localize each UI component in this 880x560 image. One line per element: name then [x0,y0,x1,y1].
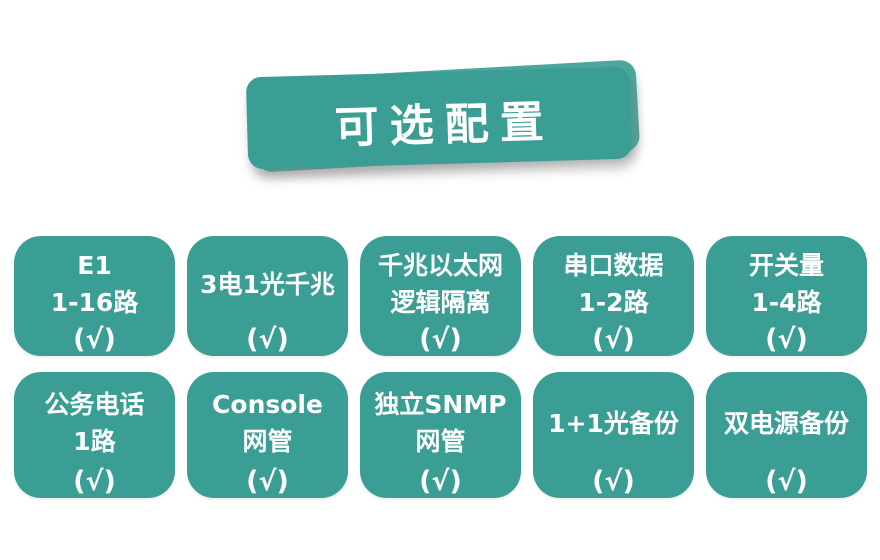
banner-title: 可选配置 [334,96,556,154]
card-title-line: E1 [77,251,112,280]
card-title: 公务电话 1路 [14,372,175,474]
card-title: 千兆以太网逻辑隔离 [360,236,521,332]
card-title-line: 1路 [73,427,116,456]
config-card: 双电源备份 (√) [706,372,867,498]
card-title-line: 逻辑隔离 [390,288,491,317]
card-check-mark: (√) [592,466,635,497]
config-card: 公务电话 1路 (√) [14,372,175,498]
card-check-mark: (√) [246,466,289,497]
config-card: 串口数据 1-2路 (√) [533,236,694,356]
card-title-line: 1-16路 [50,288,139,317]
card-check-mark: (√) [592,324,635,355]
card-check-mark: (√) [73,466,116,497]
card-title-line: 千兆以太网 [377,251,503,280]
card-title: Console 网管 [187,372,348,474]
card-check-mark: (√) [765,466,808,497]
card-title-line: Console [212,390,323,419]
card-check-mark: (√) [765,324,808,355]
card-title: 3电1光千兆 [187,236,348,332]
card-title: 开关量 1-4路 [706,236,867,332]
card-title-line: 网管 [242,427,293,456]
card-check-mark: (√) [73,324,116,355]
card-title: 串口数据 1-2路 [533,236,694,332]
card-title-line: 独立SNMP [374,390,507,419]
card-title-line: 网管 [415,427,466,456]
config-card: 1+1光备份 (√) [533,372,694,498]
card-title: 独立SNMP 网管 [360,372,521,474]
config-card: 3电1光千兆 (√) [187,236,348,356]
config-cards-grid: E1 1-16路 (√) 3电1光千兆 (√) 千兆以太网逻辑隔离 (√) 串口数… [14,236,867,498]
config-card: 独立SNMP 网管 (√) [360,372,521,498]
card-title-line: 1-4路 [751,288,822,317]
card-check-mark: (√) [419,324,462,355]
banner: 可选配置 [245,59,641,173]
card-title-line: 双电源备份 [723,408,849,438]
config-card: 千兆以太网逻辑隔离 (√) [360,236,521,356]
card-title: 双电源备份 [706,372,867,474]
card-title-line: 3电1光千兆 [200,269,335,299]
card-title-line: 1-2路 [578,288,649,317]
card-check-mark: (√) [419,466,462,497]
config-card: 开关量 1-4路 (√) [706,236,867,356]
card-title-line: 开关量 [748,251,824,280]
banner-front-layer: 可选配置 [245,66,633,170]
card-title-line: 公务电话 [44,390,145,419]
config-card: E1 1-16路 (√) [14,236,175,356]
card-title: 1+1光备份 [533,372,694,474]
config-card: Console 网管 (√) [187,372,348,498]
card-title: E1 1-16路 [14,236,175,332]
card-title-line: 串口数据 [563,251,664,280]
card-check-mark: (√) [246,324,289,355]
card-title-line: 1+1光备份 [548,408,679,438]
